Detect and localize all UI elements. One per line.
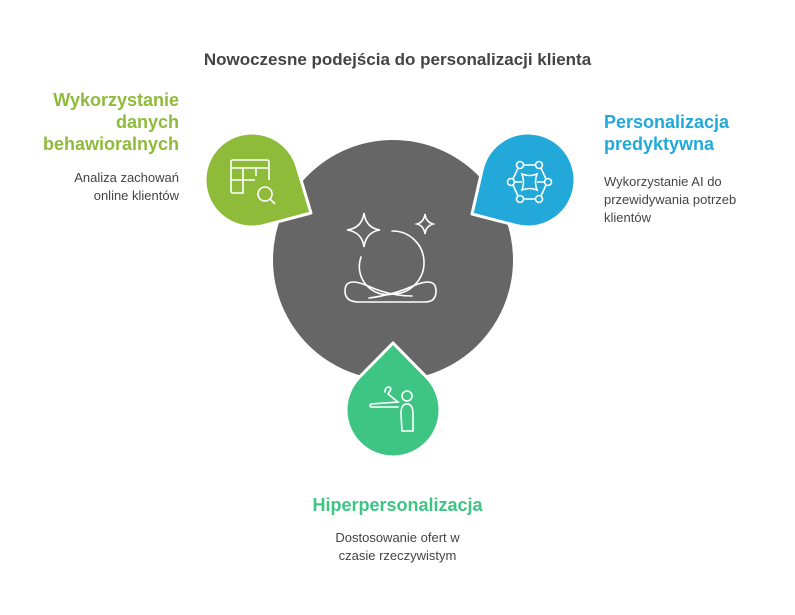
meditation-sparkle-icon: [344, 212, 437, 303]
heading-line: predyktywna: [604, 134, 715, 154]
description-line: Wykorzystanie AI do: [604, 174, 722, 189]
drop-behavioral-data: [203, 131, 313, 229]
description-predictive: Wykorzystanie AI do przewidywania potrze…: [604, 173, 736, 227]
description-line: przewidywania potrzeb: [604, 192, 737, 207]
description-line: Analiza zachowań: [74, 170, 179, 185]
description-behavioral-data: Analiza zachowań online klientów: [74, 169, 179, 205]
description-hyperpersonalization: Dostosowanie ofert w czasie rzeczywistym: [0, 529, 795, 565]
network-icon: [506, 160, 553, 204]
drop-hyperpersonalization: [344, 341, 442, 459]
heading-predictive: Personalizacja predyktywna: [604, 111, 729, 155]
heading-line: Wykorzystanie: [53, 90, 179, 110]
heading-hyperpersonalization: Hiperpersonalizacja: [312, 495, 483, 515]
table-search-icon: [230, 159, 276, 205]
hanger-person-icon: [369, 386, 414, 432]
description-line: klientów: [604, 210, 651, 225]
heading-line: danych: [115, 112, 179, 132]
description-line: Dostosowanie ofert w: [335, 530, 460, 545]
description-line: online klientów: [93, 188, 179, 203]
heading-behavioral-data: Wykorzystanie danych behawioralnych: [43, 89, 179, 155]
heading-line: behawioralnych: [42, 134, 179, 154]
heading-line: Personalizacja: [604, 112, 730, 132]
description-line: czasie rzeczywistym: [338, 548, 457, 563]
center-circle: [273, 140, 513, 380]
diagram-title: Nowoczesne podejścia do personalizacji k…: [203, 50, 592, 69]
